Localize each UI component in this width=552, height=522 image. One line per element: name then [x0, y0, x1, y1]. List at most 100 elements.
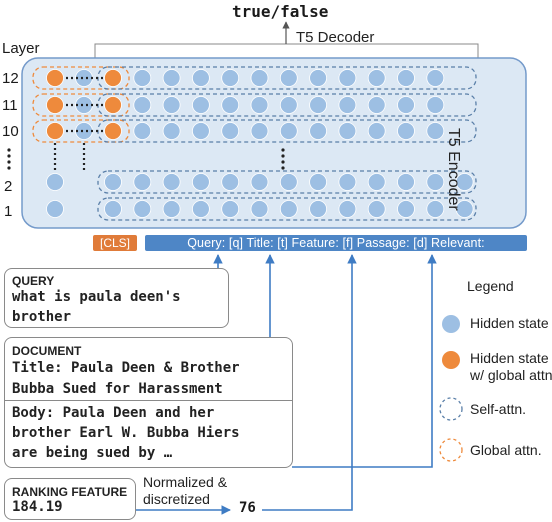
hidden-state-node: [426, 69, 445, 87]
document-header: DOCUMENT: [12, 344, 82, 358]
hidden-state-node: [75, 96, 93, 114]
input-sequence-token-bar: Query: [q] Title: [t] Feature: [f] Passa…: [145, 235, 527, 251]
legend-hidden-state-icon: [442, 315, 460, 333]
hidden-state-node: [367, 200, 386, 218]
global-attn-row-box: [32, 119, 130, 143]
hidden-state-node: [367, 96, 386, 114]
legend-label-hidden-state: Hidden state: [470, 315, 549, 331]
hidden-state-node: [338, 122, 357, 140]
hidden-state-node: [279, 122, 298, 140]
hidden-state-node: [338, 173, 357, 191]
hidden-state-node: [279, 173, 298, 191]
legend-label-global-state-2: w/ global attn.: [470, 367, 552, 383]
legend-label-self-attn: Self-attn.: [470, 401, 527, 417]
hidden-state-node: [309, 122, 328, 140]
hidden-state-node: [338, 69, 357, 87]
hidden-state-node: [221, 69, 240, 87]
hidden-state-node: [162, 173, 181, 191]
passage-arrow: [292, 254, 437, 468]
output-label: true/false: [232, 2, 329, 21]
hidden-state-node: [397, 173, 415, 191]
hidden-state-node: [104, 173, 122, 191]
hidden-state-node: [426, 122, 445, 140]
normalized-label-line-1: Normalized &: [143, 474, 228, 490]
hidden-state-node: [250, 173, 269, 191]
hidden-state-node: [75, 122, 93, 140]
hidden-state-node: [104, 122, 122, 140]
hidden-state-node: [162, 96, 181, 114]
hidden-state-node: [397, 200, 415, 218]
ranking-feature-header: RANKING FEATURE: [12, 485, 128, 499]
query-header: QUERY: [12, 274, 55, 288]
hidden-state-node: [191, 200, 210, 218]
ellipsis-dot: [281, 166, 285, 170]
hidden-state-node: [221, 96, 240, 114]
hidden-state-node: [309, 96, 328, 114]
hidden-state-node: [250, 122, 269, 140]
hidden-state-node: [455, 200, 474, 218]
document-title-line-2: Bubba Sued for Harassment: [12, 381, 223, 397]
hidden-state-node: [338, 200, 357, 218]
document-box: DOCUMENT Title: Paula Deen & Brother Bub…: [4, 337, 293, 468]
hidden-state-node: [46, 173, 64, 191]
legend-global-attn-icon: [439, 438, 463, 462]
hidden-state-node: [367, 173, 386, 191]
query-text-line-2: brother: [12, 309, 72, 325]
hidden-state-node: [250, 69, 269, 87]
layer-label-1: 1: [4, 203, 13, 220]
ranking-feature-box: RANKING FEATURE 184.19: [4, 478, 136, 520]
hidden-state-node: [279, 200, 298, 218]
hidden-state-node: [397, 96, 415, 114]
hidden-state-node: [191, 122, 210, 140]
hidden-state-node: [46, 122, 64, 140]
document-divider: [5, 400, 292, 401]
layer-axis-label: Layer: [2, 40, 40, 57]
ranking-feature-value: 184.19: [12, 499, 63, 515]
hidden-state-node: [309, 173, 328, 191]
ellipsis-dot-left: [7, 148, 11, 152]
query-text-line-1: what is paula deen's: [12, 289, 181, 305]
hidden-state-node: [250, 200, 269, 218]
hidden-state-node: [75, 69, 93, 87]
hidden-state-node: [426, 96, 445, 114]
document-title-line-1: Title: Paula Deen & Brother: [12, 360, 240, 376]
ellipsis-dot: [281, 154, 285, 158]
cls-token: [CLS]: [93, 235, 137, 251]
hidden-state-node: [397, 122, 415, 140]
ellipsis-dot-left: [7, 160, 11, 164]
hidden-state-node: [426, 200, 445, 218]
legend-global-state-icon: [442, 351, 460, 369]
hidden-state-node: [221, 173, 240, 191]
hidden-state-node: [338, 96, 357, 114]
legend-title: Legend: [467, 278, 514, 294]
hidden-state-node: [279, 69, 298, 87]
self-attn-row-box: [97, 197, 477, 221]
layer-label-11: 11: [2, 97, 18, 114]
ellipsis-dot: [281, 160, 285, 164]
hidden-state-node: [455, 173, 474, 191]
layer-label-10: 10: [2, 123, 19, 140]
hidden-state-node: [250, 96, 269, 114]
legend-label-global-state-1: Hidden state: [470, 350, 549, 366]
layer-label-2: 2: [4, 178, 13, 195]
hidden-state-node: [279, 96, 298, 114]
hidden-state-node: [104, 96, 122, 114]
hidden-state-node: [162, 200, 181, 218]
hidden-state-node: [162, 122, 181, 140]
legend-self-attn-icon: [439, 397, 463, 421]
hidden-state-node: [191, 173, 210, 191]
global-attn-row-box: [32, 66, 130, 90]
decoder-bracket: [94, 43, 479, 58]
hidden-state-node: [191, 96, 210, 114]
layer-label-12: 12: [2, 70, 19, 87]
hidden-state-node: [191, 69, 210, 87]
hidden-state-node: [104, 69, 122, 87]
self-attn-row-box: [97, 170, 477, 194]
hidden-state-node: [46, 96, 64, 114]
hidden-state-node: [309, 200, 328, 218]
hidden-state-node: [133, 96, 152, 114]
legend-label-global-attn: Global attn.: [470, 442, 542, 458]
query-box: QUERY what is paula deen's brother: [4, 268, 229, 328]
global-attn-row-box: [32, 93, 130, 117]
